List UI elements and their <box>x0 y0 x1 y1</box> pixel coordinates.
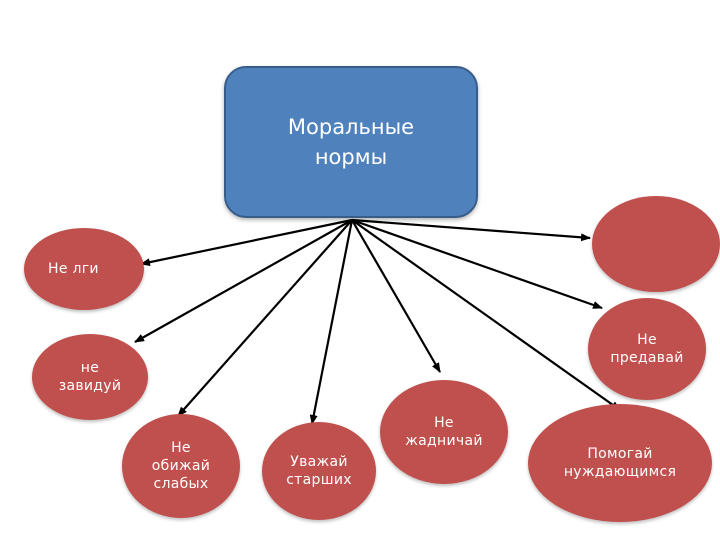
arrow-to-ne-obizhay <box>177 219 353 417</box>
arrow-to-blank <box>351 218 591 242</box>
node-label-ne-zaviduy: не завидуй <box>58 360 122 394</box>
node-label-uvazhay: Уважай старших <box>286 454 352 488</box>
node-label-ne-predavay: Не предавай <box>610 332 684 366</box>
node-uvazhay: Уважай старших <box>262 422 376 520</box>
node-ne-zhadnichay: Не жадничай <box>380 380 508 484</box>
arrow-to-ne-lgi <box>140 218 353 267</box>
center-node-label: Моральные нормы <box>287 115 415 169</box>
arrow-to-pomogay <box>351 219 621 411</box>
arrow-to-ne-zhadnichay <box>351 219 441 373</box>
arrow-to-ne-zaviduy <box>134 219 353 343</box>
node-blank <box>592 196 720 292</box>
node-label-pomogay: Помогай нуждающимся <box>563 446 677 480</box>
node-label-ne-zhadnichay: Не жадничай <box>405 415 483 449</box>
node-ne-obizhay: Не обижай слабых <box>122 414 240 518</box>
node-ne-lgi: Не лги <box>24 228 144 310</box>
node-ne-zaviduy: не завидуй <box>32 334 148 420</box>
node-label-ne-lgi: Не лги <box>48 261 99 277</box>
center-node-moral-norms: Моральные нормы <box>224 66 478 218</box>
node-ne-predavay: Не предавай <box>588 298 706 400</box>
node-label-ne-obizhay: Не обижай слабых <box>151 440 211 492</box>
arrow-to-uvazhay <box>309 219 354 425</box>
arrow-to-ne-predavay <box>351 218 603 310</box>
node-pomogay: Помогай нуждающимся <box>528 404 712 522</box>
